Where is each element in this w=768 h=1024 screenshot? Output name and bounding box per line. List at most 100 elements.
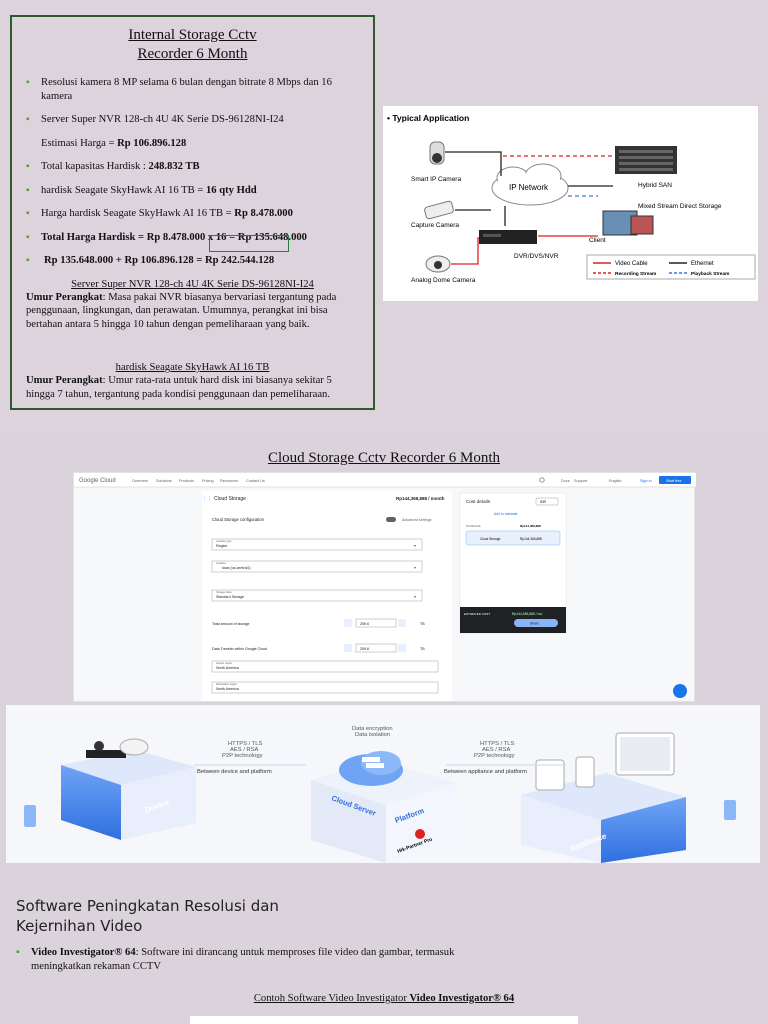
total-storage-input[interactable] [355, 618, 397, 628]
software-bullet-item: ▪Video Investigator® 64: Software ini di… [16, 947, 455, 972]
right-caption: Between appliance and platform [444, 769, 527, 775]
line-item-card[interactable] [465, 530, 561, 546]
hybrid-san-icon [615, 146, 677, 174]
advanced-toggle[interactable] [386, 517, 396, 522]
gc-nav-overview[interactable]: Overview [132, 479, 148, 483]
svg-text:Rp144,366,888: Rp144,366,888 [520, 537, 542, 541]
bullet-icon: ▪ [26, 114, 30, 125]
label-mixed: Mixed Stream Direct Storage [638, 203, 722, 210]
gc-price-top: Rp144,366,888 / month [396, 496, 445, 501]
device-platform-icon [61, 738, 196, 840]
svg-text:Playback Stream: Playback Stream [691, 271, 729, 277]
bullet-item: Estimasi Harga = Rp 106.896.128 [41, 137, 187, 149]
nvr-lifespan-paragraph: Umur Perangkat: Masa pakai NVR biasanya … [26, 291, 337, 330]
svg-text:Recording Stream: Recording Stream [615, 271, 656, 277]
transfer-input[interactable] [355, 643, 397, 653]
gc-start-free-button[interactable] [659, 476, 691, 484]
bullet-icon: ▪ [26, 77, 30, 88]
cloud-server-icon [311, 751, 456, 863]
svg-text:Rp144,366,888: Rp144,366,888 [520, 524, 541, 528]
left-protocol-line2: AES / RSA [230, 747, 258, 753]
analog-dome-camera-icon [425, 255, 451, 273]
bullet-icon: ▪ [26, 161, 30, 172]
increment-button[interactable] [398, 619, 406, 627]
bullet-icon: ▪ [26, 184, 30, 196]
location-type-select[interactable] [211, 538, 423, 551]
diagram-heading: • Typical Application [387, 113, 469, 123]
svg-text:Destination region: Destination region [216, 682, 237, 686]
internal-storage-card: Internal Storage Cctv Recorder 6 Month ▪… [10, 15, 375, 410]
cloud-security-banner: Device Cloud Server Platform Hik-Partner… [6, 705, 760, 863]
transfer-label: Data Transfer within Google Cloud [212, 647, 267, 651]
search-icon [539, 477, 545, 483]
chevron-down-icon: ▾ [414, 565, 416, 570]
label-network: IP Network [509, 183, 549, 192]
internal-storage-section: Internal Storage Cctv Recorder 6 Month ▪… [0, 0, 768, 432]
gc-nav-contact[interactable]: Contact Us [246, 479, 265, 483]
left-caption: Between device and platform [197, 769, 272, 775]
client-monitor-icon [602, 210, 654, 236]
source-region-select[interactable] [211, 660, 439, 673]
gc-config-title: Cloud Storage configuration [212, 517, 265, 522]
appliance-platform-icon [521, 732, 686, 863]
cost-details-title: Cost details [466, 499, 491, 504]
highlight-rectangle [209, 235, 289, 252]
svg-text:Rp144,366,888 / mo: Rp144,366,888 / mo [512, 612, 542, 616]
software-section: Software Peningkatan Resolusi dan Kejern… [0, 870, 768, 1024]
title-line-1: Internal Storage Cctv [128, 27, 257, 43]
label-hybrid: Hybrid SAN [638, 182, 672, 189]
increment-button[interactable] [398, 644, 406, 652]
gc-nav-pricing[interactable]: Pricing [202, 479, 214, 483]
gc-svg: Google Cloud Overview Solutions Products… [74, 473, 696, 701]
chevron-down-icon: ▾ [414, 543, 416, 548]
gc-nav-products[interactable]: Products [179, 479, 194, 483]
software-caption: Contoh Software Video Investigator Video… [253, 993, 515, 1004]
gc-nav-resources[interactable]: Resources [220, 479, 238, 483]
gc-logo: Google Cloud [79, 478, 116, 484]
bullet-item: ▪Rp 135.648.000 + Rp 106.896.128 = Rp 24… [26, 255, 275, 266]
svg-text:Start free: Start free [666, 479, 682, 483]
svg-text:Advanced settings: Advanced settings [402, 518, 432, 522]
add-estimate-link[interactable]: Add to estimate [494, 512, 518, 516]
gc-nav-solutions[interactable]: Solutions [156, 479, 172, 483]
decrement-button[interactable] [344, 619, 352, 627]
destination-region-select[interactable] [211, 681, 439, 694]
label-dvr: DVR/DVS/NVR [514, 253, 559, 260]
storage-class-select[interactable] [211, 589, 423, 602]
bullet-item: ▪Total Harga Hardisk = Rp 8.478.000 x 16… [26, 231, 307, 243]
chat-fab[interactable] [673, 684, 687, 698]
location-select[interactable] [211, 560, 423, 573]
banner-svg: Device Cloud Server Platform Hik-Partner… [24, 726, 736, 863]
gc-language-select[interactable]: English [609, 479, 621, 483]
decrement-button[interactable] [344, 644, 352, 652]
gc-signin-link[interactable]: Sign in [640, 479, 652, 483]
right-protocol-line2: AES / RSA [482, 747, 510, 753]
center-top-line1: Data encryption [352, 726, 393, 732]
chevron-down-icon: ▾ [414, 594, 416, 599]
label-analog: Analog Dome Camera [411, 277, 476, 284]
svg-text:Ethernet: Ethernet [691, 261, 714, 267]
share-button[interactable] [514, 619, 558, 627]
cylinder-icon [24, 805, 36, 827]
bullet-item: ▪Total kapasitas Hardisk : 248.832 TB [26, 161, 200, 172]
currency-select[interactable] [535, 497, 559, 506]
svg-text:TB: TB [420, 647, 425, 651]
bullet-icon: ▪ [26, 208, 30, 219]
bullet-item: ▪Harga hardisk Seagate SkyHawk AI 16 TB … [26, 208, 293, 219]
bullet-item: ▪Resolusi kamera 8 MP selama 6 bulan den… [26, 77, 332, 102]
gc-support-link[interactable]: Support [574, 479, 588, 483]
svg-text:Source region: Source region [216, 661, 233, 665]
hdd-subtitle: hardisk Seagate SkyHawk AI 16 TB [115, 362, 270, 373]
capture-camera-icon [424, 200, 454, 220]
svg-text:Video Cable: Video Cable [615, 261, 648, 267]
nvr-subtitle: Server Super NVR 128-ch 4U 4K Serie DS-9… [71, 278, 314, 290]
cloud-storage-section: Cloud Storage Cctv Recorder 6 Month Goog… [0, 432, 768, 870]
total-storage-label: Total amount of storage [212, 622, 250, 626]
cost-bullet-list: ▪Resolusi kamera 8 MP selama 6 bulan den… [26, 76, 356, 268]
gc-docs-link[interactable]: Docs [561, 479, 570, 483]
svg-text:North America: North America [216, 666, 239, 670]
right-protocol-line3: P2P technology [474, 753, 515, 759]
center-top-line2: Data isolation [355, 732, 390, 738]
bullet-icon: ▪ [26, 231, 30, 243]
svg-text:Region: Region [216, 544, 227, 548]
